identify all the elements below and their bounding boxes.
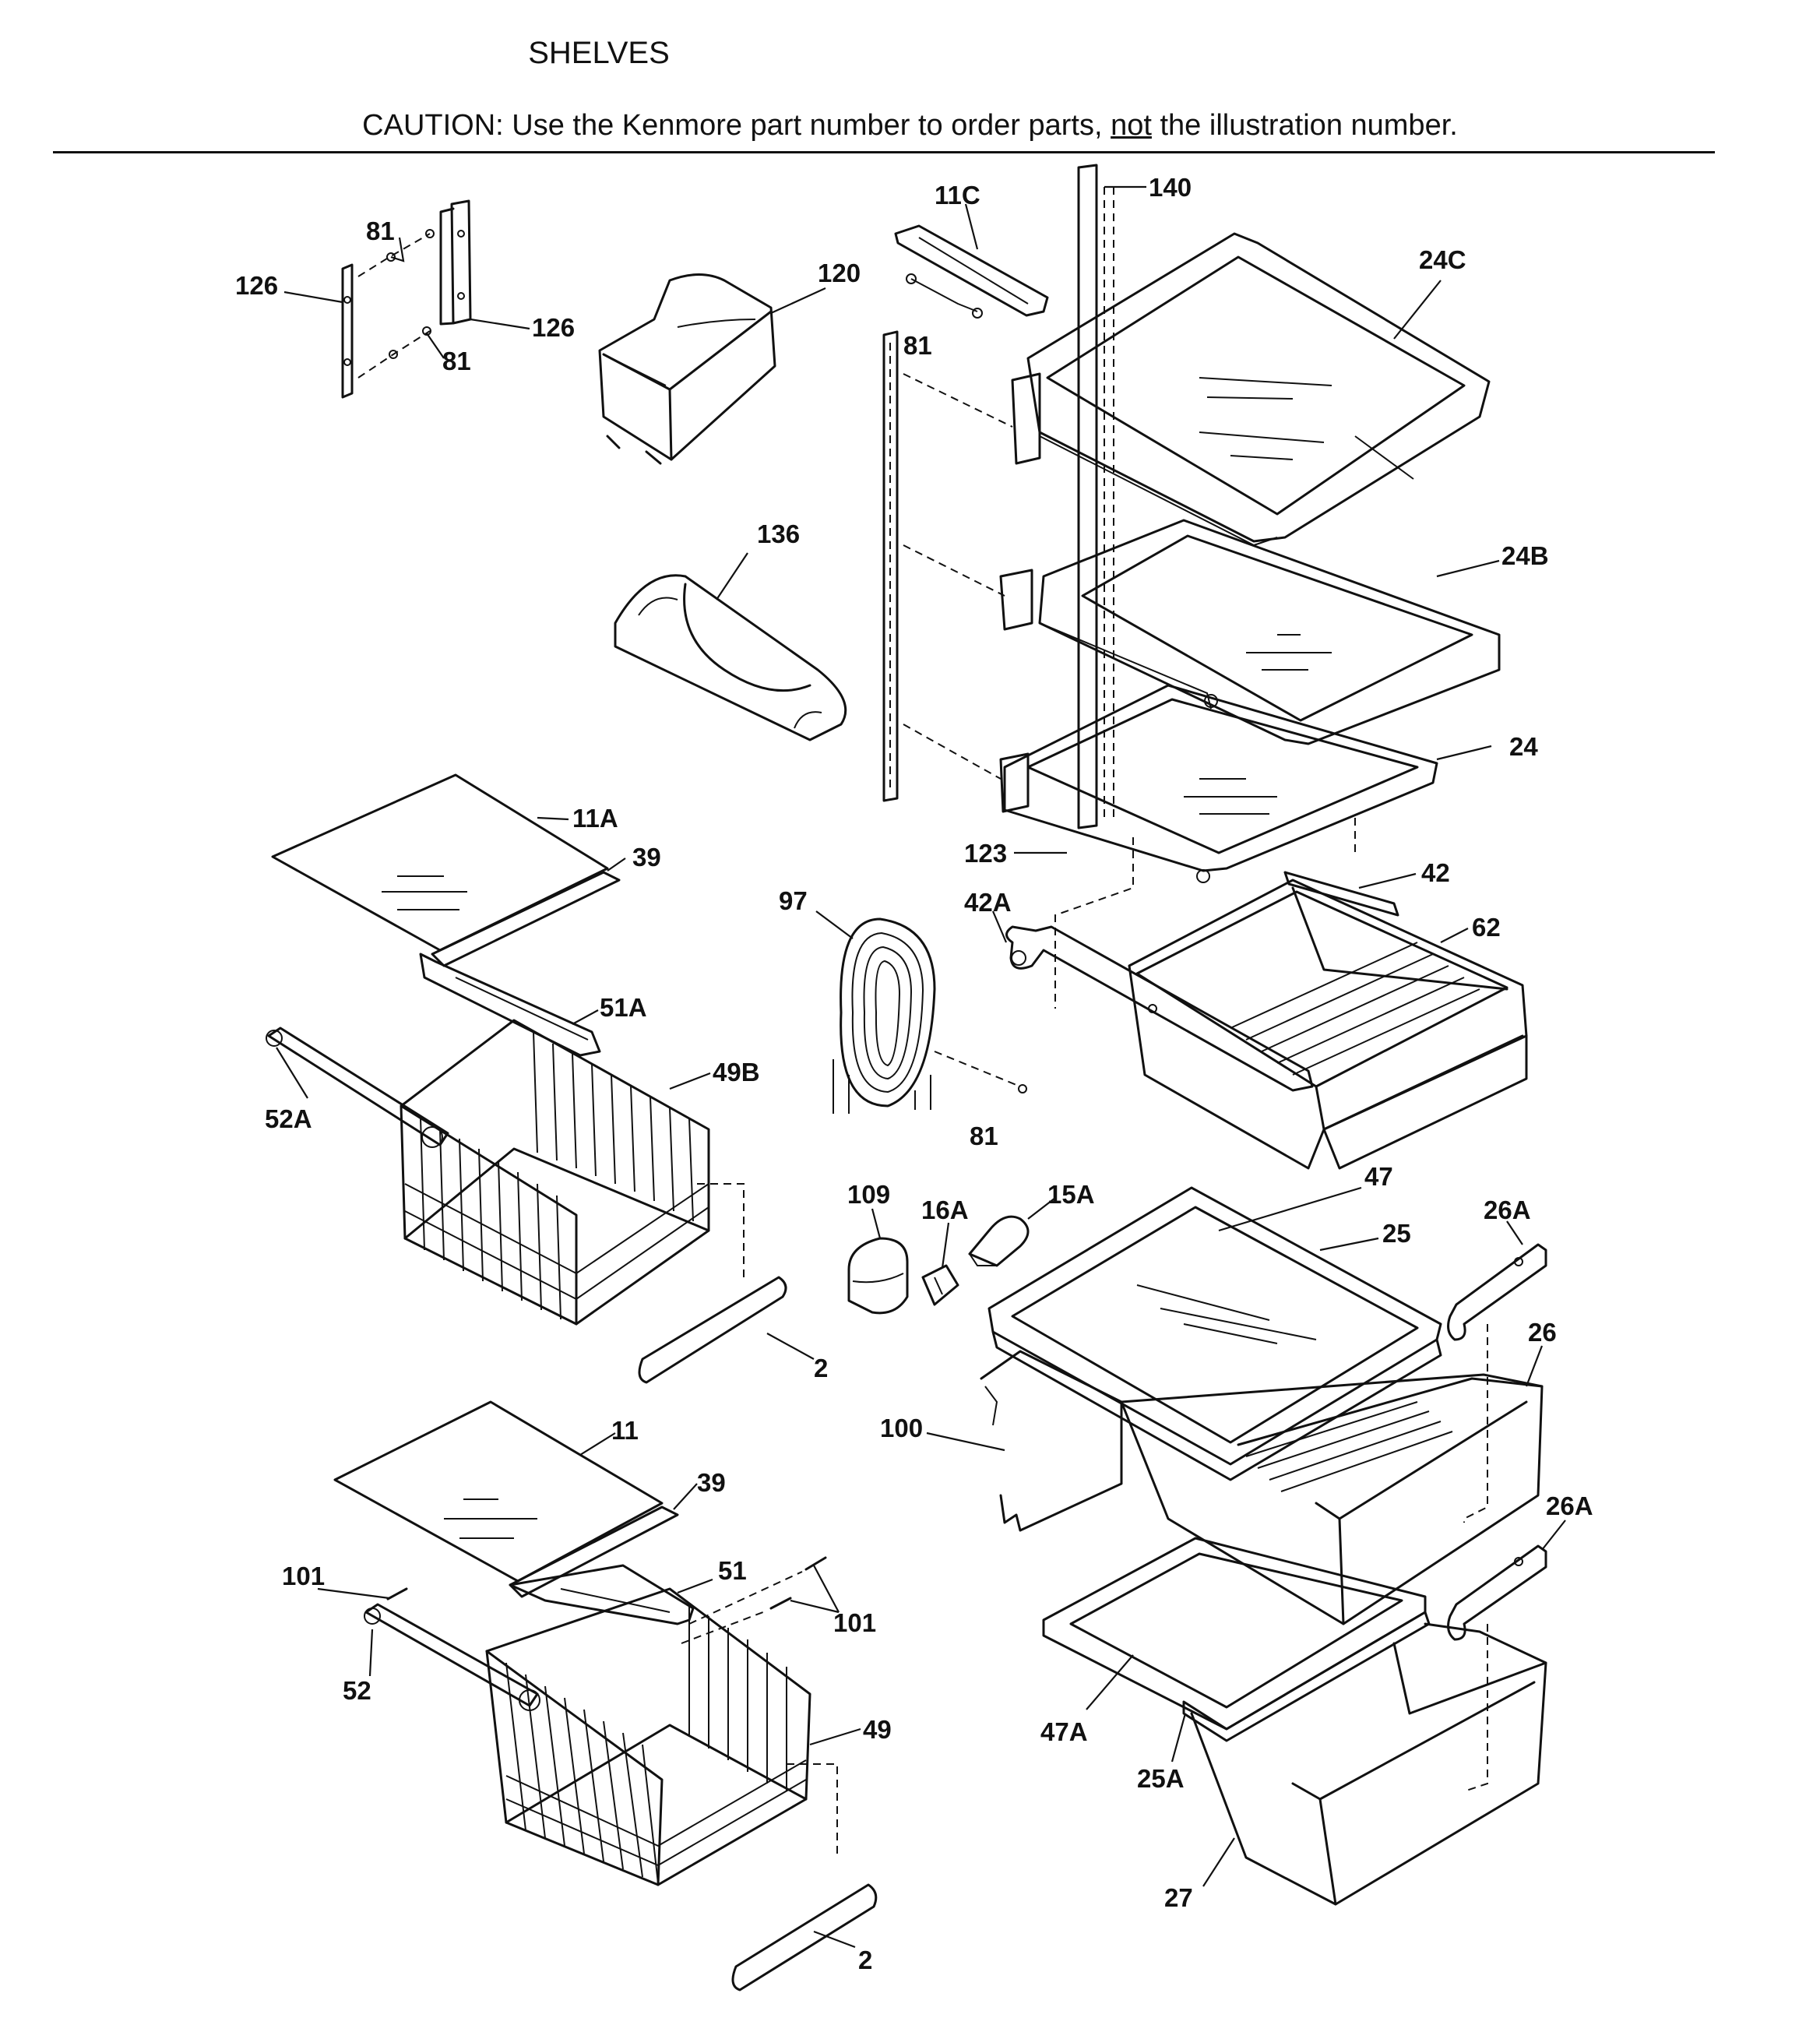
alignment-lines-shelves bbox=[903, 373, 1356, 1009]
wire-basket-49B bbox=[400, 1019, 710, 1326]
dashes-49B bbox=[697, 1183, 745, 1277]
callout-52: 52 bbox=[343, 1676, 371, 1705]
pan-27 bbox=[1190, 1622, 1547, 1906]
callout-126-right: 126 bbox=[532, 313, 575, 342]
callout-11: 11 bbox=[611, 1416, 639, 1445]
callout-126-left: 126 bbox=[235, 271, 278, 300]
trim-2-lower bbox=[731, 1883, 878, 1991]
callout-26A-lower: 26A bbox=[1546, 1491, 1593, 1520]
callout-42A: 42A bbox=[964, 888, 1012, 917]
callout-39-lower: 39 bbox=[697, 1468, 726, 1497]
callout-51A: 51A bbox=[600, 993, 647, 1022]
callout-101-left: 101 bbox=[282, 1562, 325, 1590]
caution-prefix: CAUTION: Use the Kenmore part number to … bbox=[362, 109, 1111, 142]
bracket-126-right bbox=[439, 199, 472, 326]
callout-120: 120 bbox=[818, 259, 861, 287]
glass-shelf-11A bbox=[271, 773, 609, 952]
bracket-11C bbox=[894, 224, 1049, 319]
door-bin-120 bbox=[598, 273, 776, 465]
wire-basket-49 bbox=[485, 1587, 811, 1886]
shelf-ladder-140 bbox=[1077, 164, 1114, 829]
callout-81-top: 81 bbox=[366, 217, 395, 245]
callout-27: 27 bbox=[1164, 1883, 1193, 1912]
shelf-24B bbox=[999, 519, 1501, 745]
divider-100 bbox=[980, 1350, 1123, 1532]
callout-24C: 24C bbox=[1419, 245, 1466, 274]
callout-24: 24 bbox=[1509, 732, 1538, 761]
callout-26A-upper: 26A bbox=[1484, 1196, 1531, 1224]
frame-25 bbox=[991, 1330, 1442, 1481]
callout-25: 25 bbox=[1382, 1219, 1411, 1248]
caution-emphasis: not bbox=[1111, 109, 1152, 142]
rail-52A bbox=[266, 1027, 449, 1148]
callout-26: 26 bbox=[1528, 1318, 1557, 1347]
frame-51 bbox=[509, 1564, 695, 1625]
bracket-126-left bbox=[341, 263, 354, 399]
rail-42A bbox=[1005, 925, 1314, 1092]
bulb-15A bbox=[968, 1215, 1030, 1267]
callout-62: 62 bbox=[1472, 913, 1501, 942]
pan-62 bbox=[1128, 879, 1528, 1170]
frame-51A bbox=[419, 953, 601, 1057]
callout-136: 136 bbox=[757, 519, 800, 548]
frame-25A bbox=[1182, 1611, 1431, 1742]
callout-109: 109 bbox=[847, 1180, 890, 1209]
rail-42 bbox=[1283, 871, 1399, 917]
rail-26A-lower bbox=[1447, 1544, 1547, 1792]
callout-24B: 24B bbox=[1501, 541, 1549, 570]
screws-101 bbox=[386, 1556, 827, 1644]
shelf-24 bbox=[999, 684, 1438, 883]
callout-25A: 25A bbox=[1137, 1764, 1185, 1793]
callout-11A: 11A bbox=[572, 804, 618, 833]
coil-97 bbox=[833, 917, 1027, 1114]
egg-tray-136 bbox=[614, 574, 847, 741]
callout-123: 123 bbox=[964, 839, 1007, 868]
callout-47: 47 bbox=[1364, 1162, 1393, 1191]
callout-15A: 15A bbox=[1047, 1180, 1095, 1209]
callout-2-upper: 2 bbox=[814, 1354, 828, 1382]
caution-suffix: the illustration number. bbox=[1151, 109, 1458, 142]
callout-81-ladder: 81 bbox=[903, 331, 932, 360]
shelf-24C bbox=[1011, 232, 1491, 547]
caution-note: CAUTION: Use the Kenmore part number to … bbox=[0, 109, 1820, 143]
rail-26A-upper bbox=[1447, 1243, 1547, 1523]
callout-81-mid: 81 bbox=[442, 347, 471, 375]
pan-26 bbox=[1120, 1373, 1544, 1625]
callout-11C: 11C bbox=[935, 181, 980, 210]
callout-97: 97 bbox=[779, 886, 808, 915]
shelf-ladder-left bbox=[882, 330, 899, 802]
callout-49B: 49B bbox=[713, 1058, 760, 1086]
callout-100: 100 bbox=[880, 1414, 923, 1442]
callout-39-upper: 39 bbox=[632, 843, 661, 872]
trim-39-lower bbox=[509, 1505, 679, 1598]
callout-51: 51 bbox=[718, 1556, 747, 1585]
trim-2-upper bbox=[638, 1276, 787, 1384]
callout-140: 140 bbox=[1149, 173, 1192, 202]
page-title: SHELVES bbox=[528, 36, 670, 70]
rail-52 bbox=[364, 1603, 540, 1711]
light-shield-109 bbox=[847, 1237, 909, 1315]
glass-shelf-11 bbox=[333, 1400, 664, 1583]
callout-2-lower: 2 bbox=[858, 1946, 872, 1974]
socket-16A bbox=[921, 1264, 959, 1306]
screws-81-brackets bbox=[357, 229, 435, 379]
glass-shelf-47A bbox=[1042, 1537, 1427, 1731]
callout-49: 49 bbox=[863, 1715, 892, 1744]
callout-42: 42 bbox=[1421, 858, 1450, 887]
leader-lines bbox=[276, 185, 1566, 1949]
header-rule bbox=[53, 151, 1715, 153]
callout-labels: 140 11C 24C 81 126 126 81 120 81 136 24B… bbox=[235, 173, 1593, 1974]
callout-47A: 47A bbox=[1040, 1717, 1088, 1746]
dashes-49 bbox=[787, 1763, 838, 1854]
callout-52A: 52A bbox=[265, 1104, 312, 1133]
callout-101-right: 101 bbox=[833, 1608, 876, 1637]
callout-81-coil: 81 bbox=[970, 1122, 998, 1150]
trim-39-upper bbox=[431, 871, 621, 967]
callout-16A: 16A bbox=[921, 1196, 969, 1224]
glass-shelf-47 bbox=[987, 1186, 1442, 1466]
